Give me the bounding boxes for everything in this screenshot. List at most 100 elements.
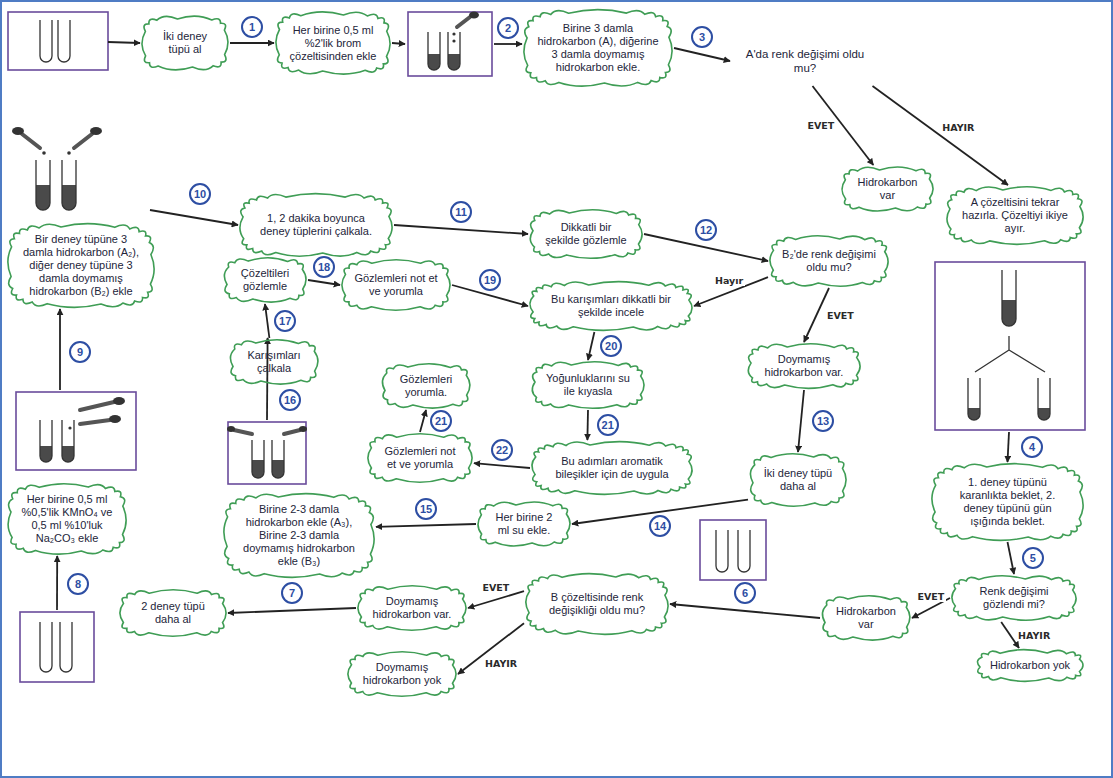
dropper-bulbs	[12, 12, 479, 433]
cloud-outline-path	[978, 650, 1083, 682]
dropper	[74, 134, 92, 148]
branch-label: HAYIR	[940, 122, 976, 133]
process-cloud: Doymamış hidrokarbon yok	[346, 650, 458, 698]
callout-number: 9	[69, 341, 91, 363]
callout-number: 16	[279, 389, 301, 411]
drop	[42, 151, 46, 155]
callout-number: 13	[812, 410, 834, 432]
test-tube	[36, 160, 50, 210]
process-cloud: 2 deney tüpü daha al	[118, 588, 228, 638]
flow-arrow	[674, 48, 730, 61]
branch-label: HAYIR	[1016, 630, 1052, 641]
process-cloud: Gözlemleri not et ve yorumla	[340, 258, 452, 312]
dropper	[80, 420, 110, 424]
node-text: Her birine 2 ml su ekle.	[490, 511, 558, 537]
branch-label: Hayır	[713, 275, 745, 286]
dropper-bulb	[469, 12, 479, 19]
split-lines	[975, 336, 1045, 372]
node-text: Her birine 0,5 ml %2'lik brom çözeltisin…	[288, 24, 378, 63]
drop	[67, 151, 71, 155]
decision-cloud: B₂'de renk değişimi oldu mu?	[768, 234, 890, 288]
cloud-outline-path	[947, 187, 1083, 245]
node-text: İki deney tüpü daha al	[762, 467, 834, 493]
cloud-outline-path	[530, 282, 692, 331]
flow-arrow	[588, 332, 594, 360]
callout-number: 10	[189, 183, 211, 205]
flow-arrow	[265, 304, 269, 338]
test-tubes	[36, 20, 1050, 672]
cloud-outline-path	[382, 364, 469, 408]
layout-arrow	[494, 43, 522, 45]
cloud-outline-path	[358, 586, 466, 631]
node-text: Birine 3 damla hidrokarbon (A), diğerine…	[536, 22, 660, 74]
drop	[68, 426, 71, 429]
layout-arrow	[1008, 432, 1010, 462]
liquid	[62, 185, 76, 210]
liquids	[36, 54, 1050, 478]
node-text: Hidrokarbon var	[834, 605, 898, 631]
process-cloud: Bu adımları aromatik bileşikler için de …	[530, 440, 694, 496]
layout-arrow	[108, 42, 140, 43]
cloud-outline-path	[842, 167, 933, 211]
branch-label: EVET	[805, 120, 836, 131]
layout-arrow	[59, 309, 61, 390]
cloud-outline-path	[532, 362, 644, 409]
flow-arrow	[308, 280, 340, 285]
node-text: Bu adımları aromatik bileşikler için de …	[544, 455, 680, 481]
test-tube	[1002, 270, 1016, 326]
callout-number: 3	[691, 26, 713, 48]
dropper	[457, 17, 470, 27]
node-text: A çözeltisini tekrar hazırla. Çözeltiyi …	[959, 196, 1071, 235]
cloud-outline-path	[8, 484, 126, 554]
drop	[452, 32, 455, 35]
callout-number: 2	[497, 17, 519, 39]
cloud-outline-path	[8, 224, 154, 308]
flow-arrow	[587, 410, 589, 440]
process-cloud: İki deney tüpü daha al	[748, 452, 848, 508]
callout-number: 21	[597, 414, 619, 436]
node-text: 2 deney tüpü daha al	[132, 600, 214, 626]
dropper-bulb	[109, 415, 121, 423]
cloud-outline-path	[524, 10, 672, 86]
test-tube	[40, 20, 52, 62]
cloud-outline-path	[770, 236, 888, 286]
cloud-outline-path	[748, 344, 860, 389]
cloud-outline-path	[230, 340, 317, 384]
node-text: İki deney tüpü al	[154, 30, 216, 56]
dropper	[22, 134, 40, 148]
process-cloud: Dikkatli bir şekilde gözlemle	[528, 208, 644, 260]
node-text: Dikkatli bir şekilde gözlemle	[542, 221, 630, 247]
flow-arrow	[420, 410, 426, 432]
cloud-outline-path	[952, 576, 1076, 620]
liquid	[252, 460, 264, 478]
test-tube	[58, 20, 70, 62]
node-text: Bu karışımları dikkatli bir şekilde ince…	[542, 293, 680, 319]
node-text: Hidrokarbon yok	[989, 659, 1071, 672]
process-cloud: Yoğunluklarını su ile kıyasla	[530, 360, 646, 410]
cloud-outline-path	[240, 194, 392, 257]
node-text: Her birine 0,5 ml %0,5'lik KMnO₄ ve 0,5 …	[20, 493, 114, 545]
callout-number: 7	[281, 582, 303, 604]
flow-arrow	[474, 463, 530, 468]
process-cloud: Gözlemleri yorumla.	[380, 362, 472, 410]
cloud-outline-path	[932, 464, 1083, 541]
node-text: 1, 2 dakika boyunca deney tüplerini çalk…	[252, 212, 380, 238]
liquid	[36, 185, 50, 210]
cloud-outline-path	[224, 494, 374, 578]
test-tube	[62, 160, 76, 210]
callout-number: 18	[313, 256, 335, 278]
process-cloud: Hidrokarbon yok	[975, 648, 1085, 683]
process-cloud: A çözeltisini tekrar hazırla. Çözeltiyi …	[945, 185, 1085, 246]
callout-number: 5	[1022, 547, 1044, 569]
test-tube	[968, 378, 980, 420]
node-text: B çözeltisinde renk değişikliği oldu mu?	[538, 591, 656, 617]
callout-number: 20	[600, 335, 622, 357]
node-text: Doymamış hidrokarbon var.	[760, 353, 848, 379]
node-text: B₂'de renk değişimi oldu mu?	[782, 248, 876, 274]
test-tube	[448, 32, 460, 70]
process-cloud: Doymamış hidrokarbon var.	[746, 342, 862, 390]
cloud-outline-path	[342, 260, 450, 311]
node-text: Gözlemleri not et ve yorumla	[380, 445, 460, 471]
callout-number: 15	[415, 498, 437, 520]
